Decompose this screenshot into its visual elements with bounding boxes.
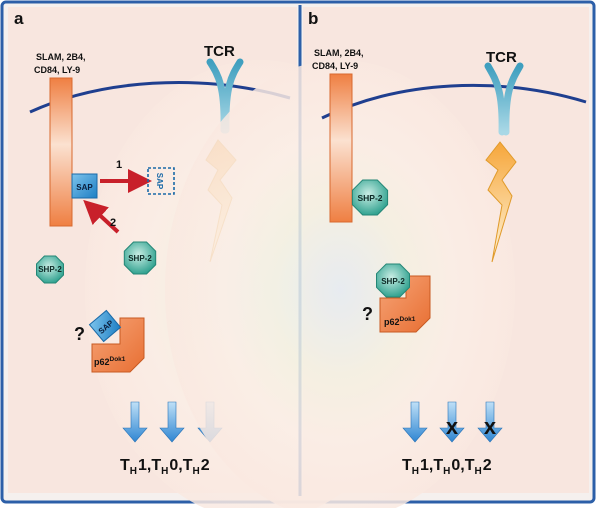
outcome-arrows [402, 401, 503, 443]
sap-released-label: SAP [155, 173, 164, 190]
signal-bolt [485, 141, 517, 263]
panel-letter: a [14, 9, 24, 28]
sap-bound-label: SAP [76, 183, 93, 192]
shp2-second-label: SHP-2 [128, 254, 152, 263]
outcome-label: TH1,TH0,TH2 [402, 457, 492, 477]
p62-dok1-adaptor [91, 317, 145, 373]
receptor-label-line2: CD84, LY-9 [312, 61, 358, 71]
slam-receptor [49, 77, 73, 227]
adaptor-label: p62Dok1 [384, 316, 416, 327]
shp2-second [123, 241, 157, 275]
outcome-arrow-2 [439, 401, 465, 443]
receptor-label-line1: SLAM, 2B4, [36, 52, 86, 62]
receptor-label-line2: CD84, LY-9 [34, 65, 80, 75]
cell-membrane [321, 83, 587, 120]
shp2-adaptor-label: SHP-2 [381, 277, 405, 286]
shp2-adaptor [376, 263, 410, 298]
question-mark: ? [362, 304, 373, 324]
tcr-label: TCR [486, 49, 517, 66]
adaptor-label: p62Dok1 [94, 356, 126, 367]
tcr-receptor [484, 62, 524, 136]
p62-dok1-adaptor [379, 275, 431, 333]
step2-label: 2 [110, 217, 116, 229]
outcome-arrow-1 [402, 401, 428, 443]
step2-arrow [83, 199, 120, 234]
tcr-label: TCR [204, 43, 235, 60]
shp2-bound-label: SHP-2 [357, 193, 382, 203]
sap-released [147, 167, 175, 195]
slam-receptor [329, 73, 353, 223]
sap-bound [71, 173, 98, 199]
panel-b: b SLAM, 2B4, CD84, LY-9 TCR SHP-2 SHP-2 … [165, 7, 589, 513]
outcome-arrow-3 [477, 401, 503, 443]
step1-label: 1 [116, 159, 122, 171]
shp2-free [36, 255, 64, 284]
shp2-free-label: SHP-2 [38, 265, 62, 274]
receptor-label-line1: SLAM, 2B4, [314, 48, 364, 58]
panel-letter: b [308, 9, 318, 28]
question-mark: ? [74, 324, 85, 344]
sap-adaptor: SAP [88, 309, 122, 343]
outcome-label: TH1,TH0,TH2 [120, 457, 210, 477]
panel-b-glow [165, 60, 515, 513]
outcome-arrow-1 [122, 401, 148, 443]
outcome-arrow-2 [159, 401, 185, 443]
shp2-bound [351, 179, 389, 216]
blocked-mark: x [484, 414, 497, 439]
blocked-mark: x [446, 414, 459, 439]
